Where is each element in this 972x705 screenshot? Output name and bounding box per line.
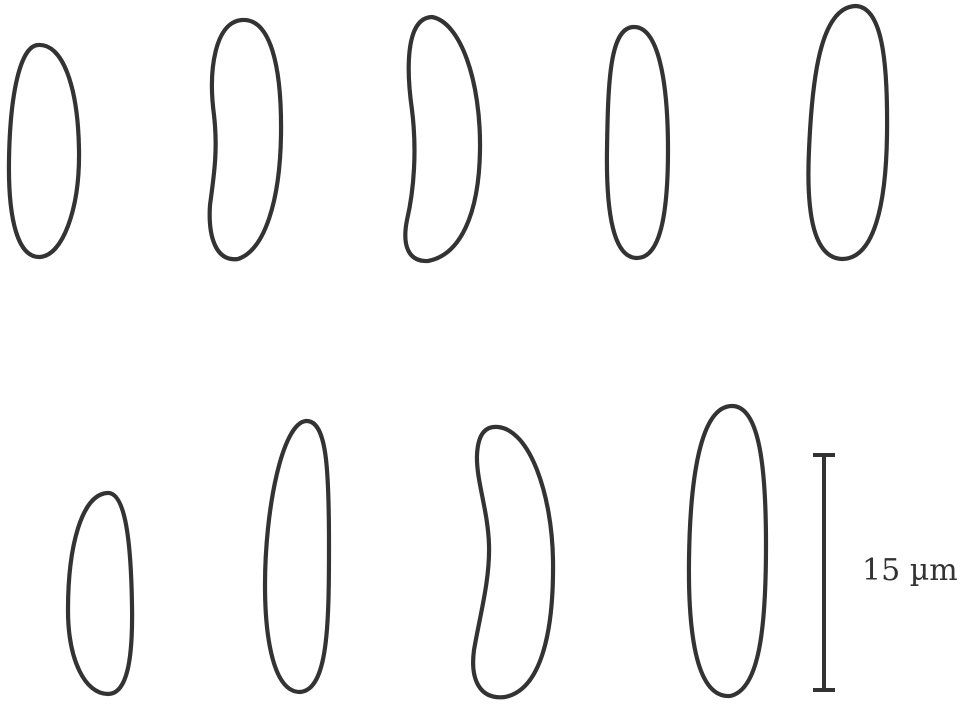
spore-outline-7 <box>265 421 329 692</box>
scale-bar-label: 15 µm <box>862 553 958 588</box>
spore-outline-4 <box>607 27 668 258</box>
spore-outline-6 <box>68 493 132 694</box>
spore-outline-9 <box>689 406 766 696</box>
spore-outline-3 <box>405 17 480 261</box>
spore-outline-8 <box>473 427 553 697</box>
spore-outline-5 <box>808 6 887 259</box>
scale-bar: 15 µm <box>813 453 958 692</box>
spore-outline-1 <box>9 45 79 257</box>
spore-outline-2 <box>210 20 281 259</box>
